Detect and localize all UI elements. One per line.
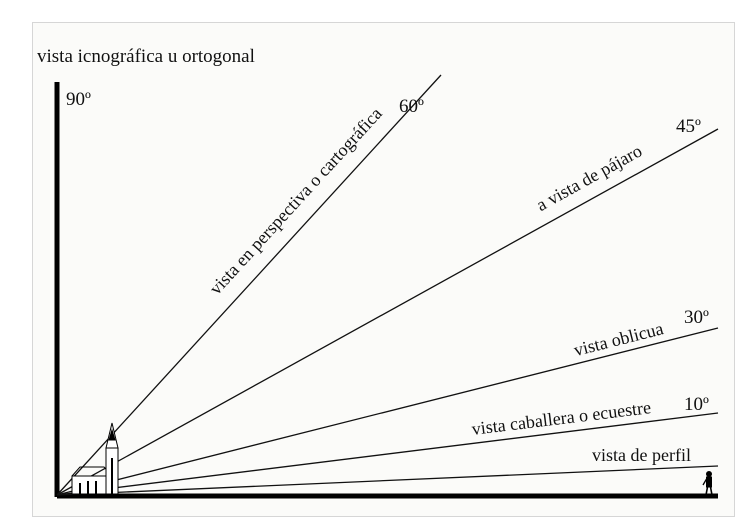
angle-label-60: 60º (399, 96, 424, 117)
ray-45 (56, 128, 719, 496)
ray-60 (56, 74, 442, 496)
angle-label-30: 30º (684, 307, 709, 328)
person-figure (702, 471, 713, 496)
ray-label-45: a vista de pájaro (533, 141, 645, 215)
ray-label-30: vista oblicua (572, 318, 666, 360)
ray-10 (56, 412, 719, 496)
diagram-frame (32, 22, 735, 517)
ray-0 (56, 465, 719, 496)
church-illustration (71, 422, 119, 495)
diagram-title: vista icnográfica u ortogonal (37, 46, 255, 67)
angle-label-45: 45º (676, 116, 701, 137)
ray-label-0: vista de perfil (592, 445, 691, 465)
axis-label-90: 90º (66, 89, 91, 110)
ray-label-60: vista en perspectiva o cartográfica (205, 103, 386, 298)
angle-label-10: 10º (684, 394, 709, 415)
ray-30 (56, 327, 719, 496)
